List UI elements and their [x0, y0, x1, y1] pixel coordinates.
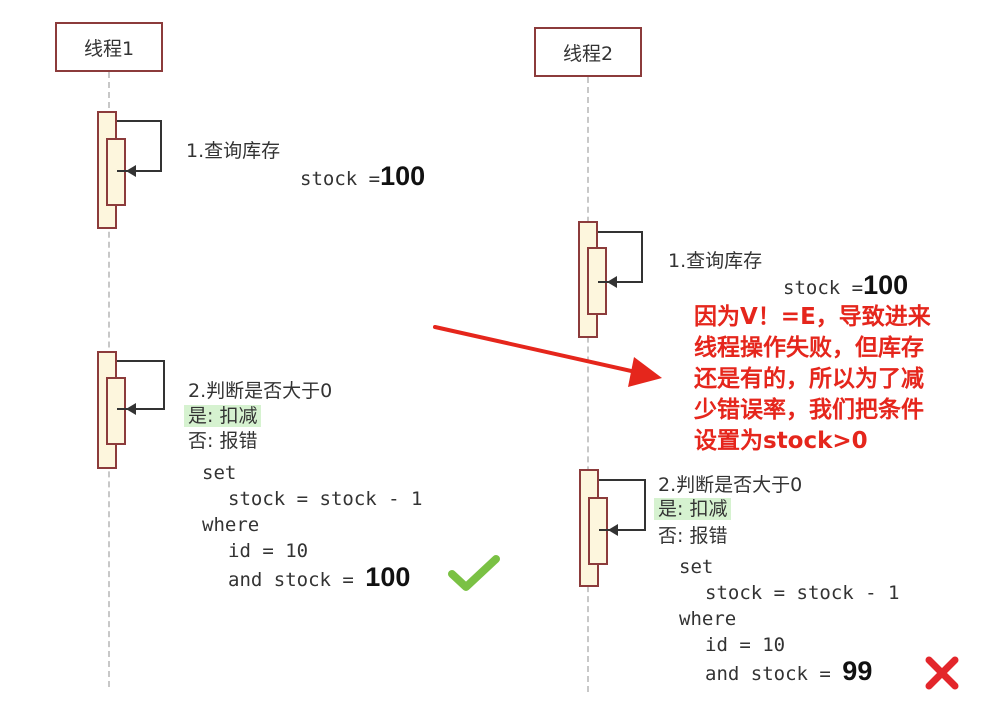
thread2-sql-where: where — [679, 608, 737, 630]
thread1-step2-title: 2.判断是否大于0 — [188, 380, 333, 402]
annotation-note: 因为V！=E，导致进来 线程操作失败，但库存 还是有的，所以为了减 少错误率，我… — [694, 302, 931, 457]
thread1-sql-id: id = 10 — [228, 540, 309, 562]
thread2-activation-inner-2 — [588, 497, 608, 565]
note-line-4: 少错误率，我们把条件 — [694, 397, 924, 423]
note-line-3: 还是有的，所以为了减 — [694, 366, 924, 392]
thread1-step1-title: 1.查询库存 — [186, 140, 281, 162]
thread1-sql-and: and stock = 100 — [228, 562, 411, 592]
thread2-step1-stock-value: 100 — [863, 270, 909, 300]
cross-icon — [925, 656, 959, 690]
thread2-sql-and: and stock = 99 — [705, 656, 873, 686]
thread1-sql-set: set — [202, 462, 237, 484]
thread2-lifeline — [587, 77, 589, 692]
note-line-1: 因为V！=E，导致进来 — [694, 304, 931, 330]
thread1-header: 线程1 — [55, 22, 163, 72]
thread2-label: 线程2 — [562, 42, 614, 65]
thread1-step2-no: 否: 报错 — [188, 430, 258, 452]
thread1-sql-where: where — [202, 514, 260, 536]
thread2-self-call-1 — [598, 231, 643, 283]
thread1-step1-stock: stock =100 — [300, 161, 426, 191]
thread1-sql-assign: stock = stock - 1 — [228, 488, 423, 510]
thread2-self-call-1-arrowhead — [607, 276, 617, 288]
note-line-5: 设置为stock>0 — [694, 428, 868, 454]
thread2-step1-stock: stock =100 — [783, 270, 909, 300]
thread1-self-call-1 — [117, 120, 162, 172]
note-line-2: 线程操作失败，但库存 — [694, 335, 924, 361]
thread2-sql-assign: stock = stock - 1 — [705, 582, 900, 604]
thread2-sql-set: set — [679, 556, 714, 578]
thread2-step1-title: 1.查询库存 — [668, 250, 763, 272]
thread1-check-value: 100 — [365, 562, 411, 592]
thread1-self-call-1-arrowhead — [126, 165, 136, 177]
thread1-step1-stock-value: 100 — [380, 161, 426, 191]
thread2-check-value: 99 — [842, 656, 873, 686]
thread1-self-call-2 — [117, 360, 165, 410]
thread2-self-call-2-arrowhead — [608, 524, 618, 536]
thread2-step2-yes: 是: 扣减 — [654, 496, 732, 522]
thread2-header: 线程2 — [534, 27, 642, 77]
thread2-step2-no: 否: 报错 — [658, 525, 728, 547]
thread2-step2-title: 2.判断是否大于0 — [658, 474, 803, 496]
thread1-label: 线程1 — [83, 37, 135, 60]
thread1-step2-yes: 是: 扣减 — [184, 403, 262, 429]
thread1-activation-inner-1 — [106, 138, 126, 206]
annotation-arrow — [433, 325, 662, 387]
thread2-sql-id: id = 10 — [705, 634, 786, 656]
thread2-self-call-2 — [599, 479, 646, 531]
check-icon — [448, 555, 500, 591]
thread1-activation-inner-2 — [106, 377, 126, 445]
thread1-self-call-2-arrowhead — [126, 403, 136, 415]
